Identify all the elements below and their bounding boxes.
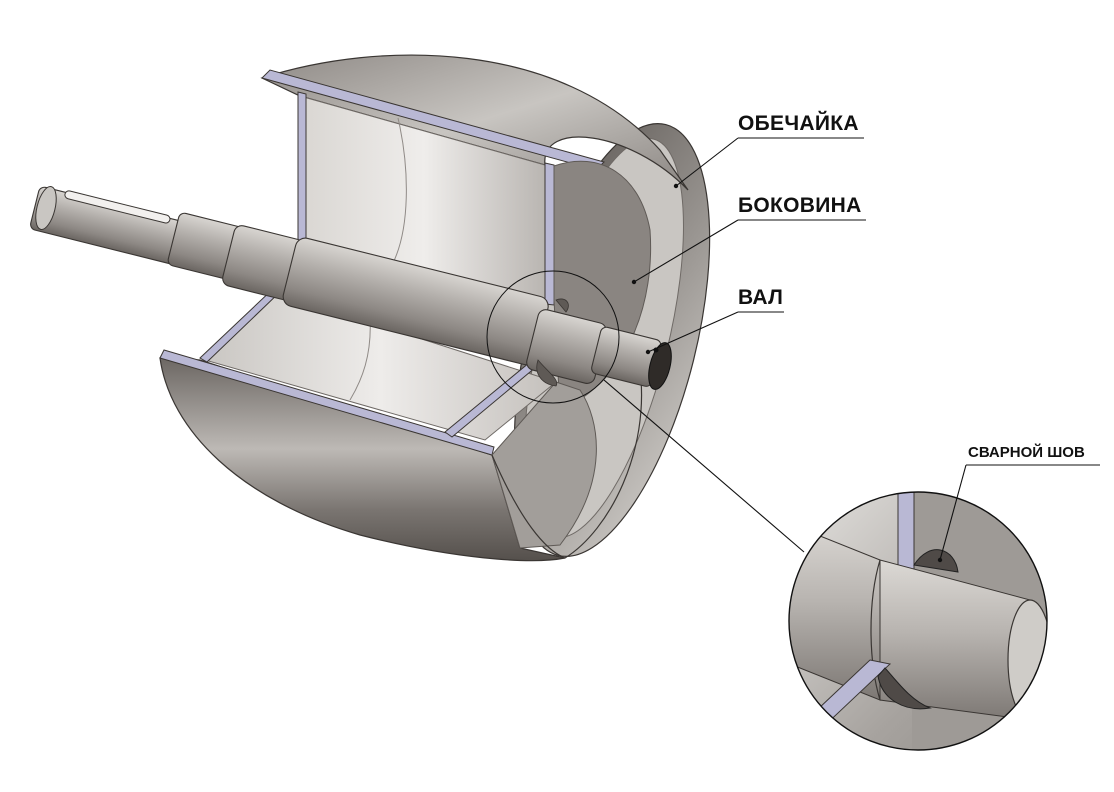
leader-dot-shell: [673, 183, 679, 189]
label-side-wall: БОКОВИНА: [738, 194, 862, 217]
upper-shell-cut-edge: [261, 69, 605, 171]
leader-weld: [939, 464, 967, 561]
leader-dot-shaft: [645, 349, 651, 355]
zoom-step-edge: [870, 559, 881, 701]
shaft-end-face-right: [648, 342, 672, 390]
lower-shell-cut-edge: [159, 349, 495, 456]
weld-fillet-lower: [536, 359, 558, 387]
zoom-weld-upper: [913, 549, 959, 573]
lower-shell-outer: [159, 357, 566, 562]
upper-shell-outer: [260, 54, 689, 191]
shaft-end-face-left: [35, 186, 57, 230]
leader-dot-weld: [937, 557, 943, 563]
label-shaft: ВАЛ: [738, 286, 784, 309]
zoom-border: [788, 491, 1048, 751]
shaft-keyway: [64, 190, 171, 224]
side-wall-left-cut: [297, 91, 307, 246]
label-weld-seam: СВАРНОЙ ШОВ: [968, 444, 1085, 461]
leader-shell: [675, 137, 739, 187]
detail-circle: [486, 270, 620, 404]
side-wall-right-cut: [544, 162, 555, 306]
zoom-weld-lower: [877, 667, 932, 710]
weld-fillet-upper: [555, 298, 569, 313]
upper-shell-inner-seam: [391, 117, 407, 266]
leader-side-wall: [633, 219, 739, 283]
leader-shaft: [647, 311, 739, 353]
detail-leader: [603, 379, 805, 553]
zoom-shaft-step-face: [1007, 599, 1047, 721]
zoom-view: [789, 492, 1047, 750]
label-shell: ОБЕЧАЙКА: [738, 112, 859, 135]
leader-dot-side-wall: [631, 279, 637, 285]
end-disc-rim: [491, 369, 643, 559]
lower-shell-inner-seam: [349, 317, 371, 401]
